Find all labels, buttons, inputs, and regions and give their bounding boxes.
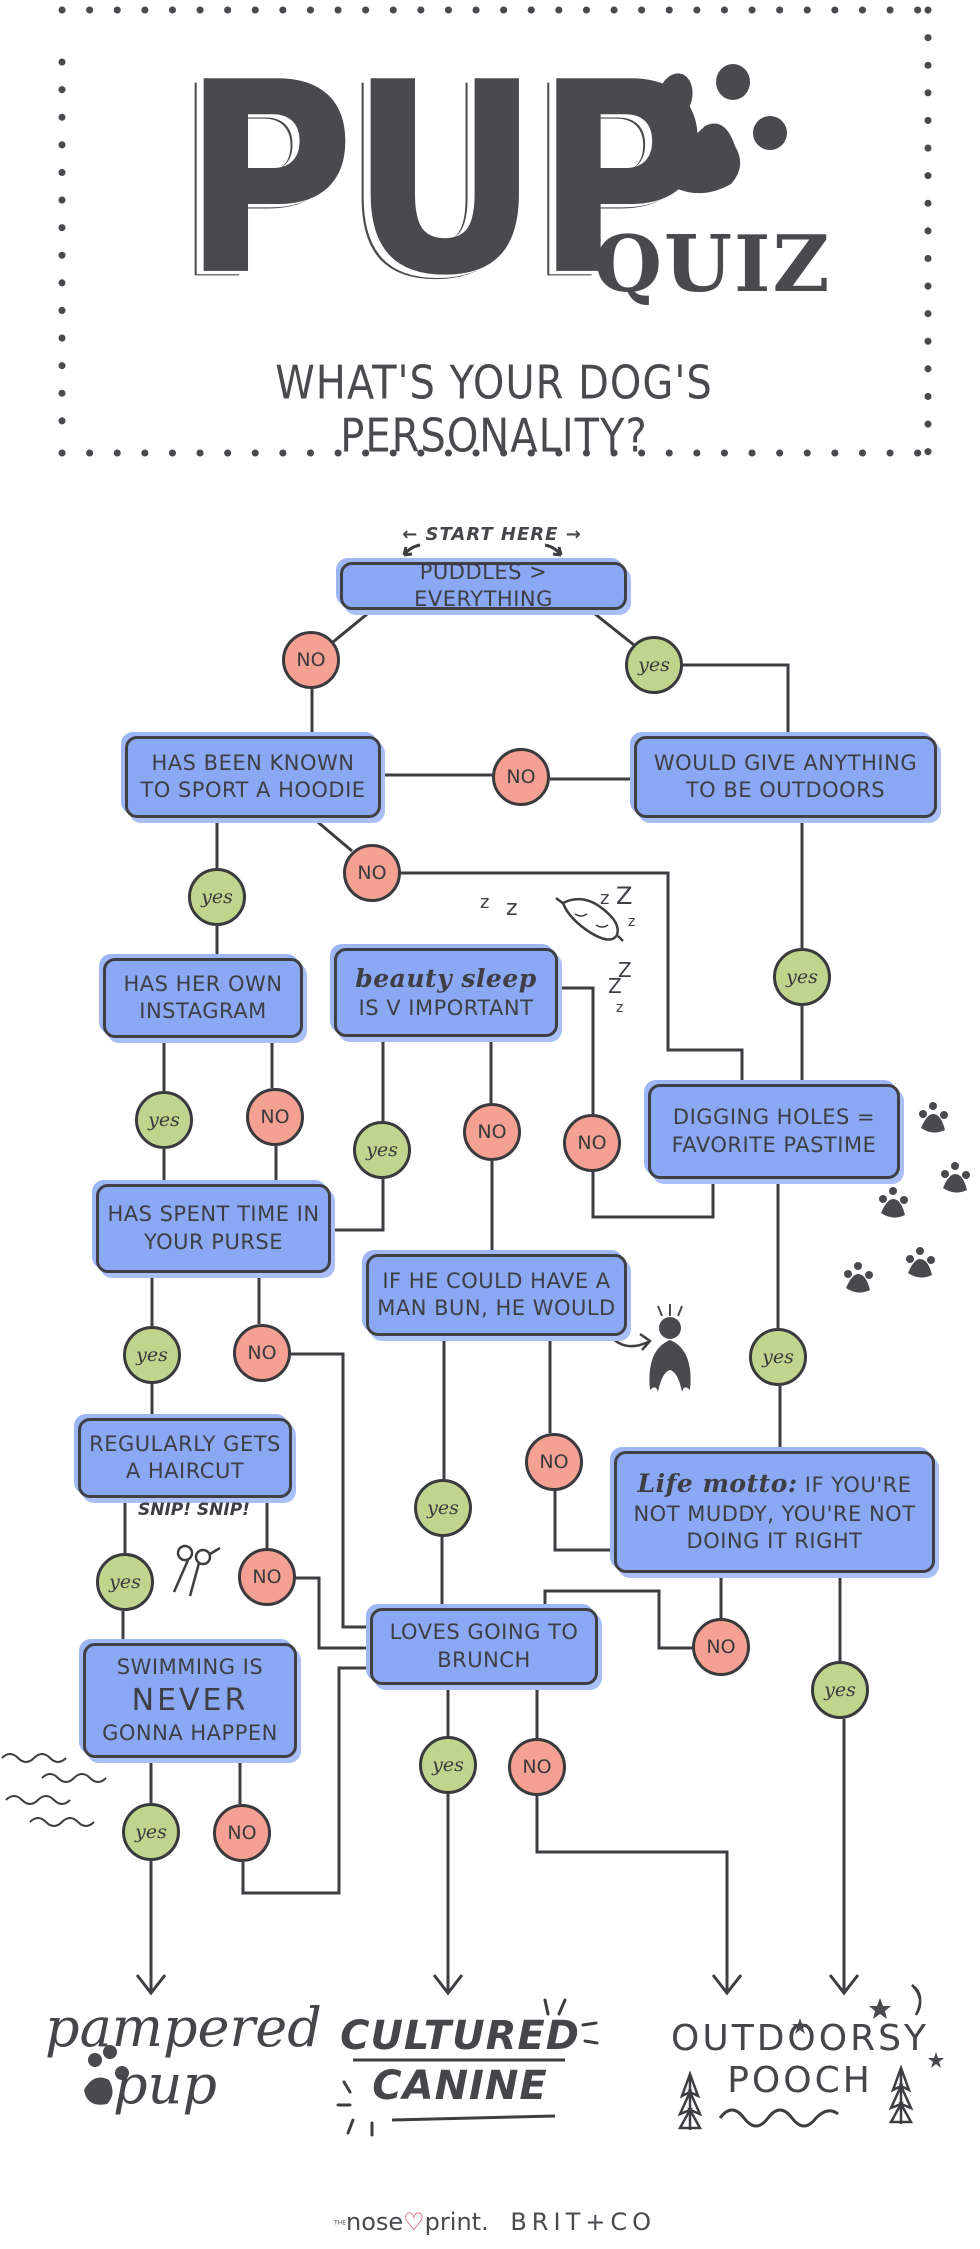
pampered-paw-icon	[84, 2045, 129, 2105]
answer-yes-manbun: yes	[414, 1479, 472, 1537]
page-title: PUP	[182, 25, 708, 334]
heart-icon: ♡	[403, 2208, 425, 2236]
answer-no-brunch: NO	[508, 1738, 566, 1796]
answer-no-puddles: NO	[282, 631, 340, 689]
question-outdoors: WOULD GIVE ANYTHING TO BE OUTDOORS	[634, 736, 937, 818]
question-text-line2: NEVER	[131, 1683, 249, 1718]
dotted-frame	[58, 6, 932, 457]
question-life-motto: Life motto: IF YOU'RE NOT MUDDY, YOU'RE …	[614, 1451, 935, 1573]
snip-snip-label: SNIP! SNIP!	[138, 1500, 250, 1520]
question-text: WOULD GIVE ANYTHING TO BE OUTDOORS	[653, 750, 918, 802]
result-outdoorsy-pooch: OUTDOORSY POOCH	[671, 2018, 929, 2101]
question-haircut: REGULARLY GETS A HAIRCUT	[78, 1418, 292, 1498]
answer-no-hoodie-mid: NO	[492, 748, 550, 806]
question-text-line3: GONNA HAPPEN	[102, 1721, 278, 1745]
answer-yes-hoodie: yes	[188, 868, 246, 926]
answer-no-swimming: NO	[213, 1804, 271, 1862]
question-text: HAS SPENT TIME IN YOUR PURSE	[107, 1202, 320, 1254]
question-hoodie: HAS BEEN KNOWN TO SPORT A HOODIE	[125, 736, 381, 818]
paw-prints-trail-icon	[844, 1102, 970, 1293]
question-text: HAS BEEN KNOWN TO SPORT A HOODIE	[140, 750, 366, 802]
result-pampered-pup: pampered pup	[45, 1996, 322, 2116]
answer-yes-purse: yes	[123, 1326, 181, 1384]
answer-yes-beauty: yes	[353, 1121, 411, 1179]
answer-yes-motto: yes	[811, 1661, 869, 1719]
question-beauty-sleep: beauty sleep IS V IMPORTANT	[334, 948, 558, 1037]
question-text: Life motto: IF YOU'RE NOT MUDDY, YOU'RE …	[633, 1469, 916, 1554]
question-instagram: HAS HER OWN INSTAGRAM	[103, 958, 303, 1038]
answer-no-beauty: NO	[463, 1103, 521, 1161]
man-bun-icon	[649, 1304, 691, 1392]
question-puddles: PUDDLES > EVERYTHING	[340, 560, 627, 611]
question-text: DIGGING HOLES = FAVORITE PASTIME	[671, 1105, 877, 1157]
result-cultured-canine: CULTURED CANINE	[340, 2013, 580, 2109]
scissors-icon	[172, 1544, 221, 1597]
water-waves-icon	[1, 1753, 107, 1827]
answer-yes-instagram: yes	[135, 1091, 193, 1149]
answer-yes-outdoors: yes	[773, 948, 831, 1006]
question-text: HAS HER OWN INSTAGRAM	[123, 971, 283, 1023]
answer-no-purse: NO	[233, 1324, 291, 1382]
answer-yes-haircut: yes	[96, 1553, 154, 1611]
question-digging: DIGGING HOLES = FAVORITE PASTIME	[648, 1084, 900, 1179]
answer-yes-puddles: yes	[625, 636, 683, 694]
answer-no-hoodie: NO	[343, 844, 401, 902]
start-here-label: ← START HERE →	[402, 524, 582, 545]
question-text: IF HE COULD HAVE A MAN BUN, HE WOULD	[377, 1268, 616, 1320]
answer-yes-digging: yes	[749, 1328, 807, 1386]
question-text-script: Life motto:	[637, 1469, 798, 1499]
answer-yes-brunch: yes	[419, 1736, 477, 1794]
question-purse: HAS SPENT TIME IN YOUR PURSE	[96, 1184, 331, 1273]
noseprint-logo[interactable]: THEnose♡print.	[334, 2208, 489, 2236]
question-manbun: IF HE COULD HAVE A MAN BUN, HE WOULD	[366, 1254, 627, 1336]
answer-no-instagram: NO	[246, 1088, 304, 1146]
page-title-suffix: QUIZ	[594, 219, 832, 310]
question-swimming: SWIMMING IS NEVER GONNA HAPPEN	[83, 1643, 297, 1758]
answer-yes-swimming: yes	[122, 1803, 180, 1861]
star-icon	[869, 1998, 891, 2019]
question-text-script: beauty sleep	[355, 963, 537, 993]
question-text: IS V IMPORTANT	[358, 996, 534, 1021]
answer-no-manbun: NO	[525, 1433, 583, 1491]
question-brunch: LOVES GOING TO BRUNCH	[370, 1608, 598, 1685]
question-text: REGULARLY GETS A HAIRCUT	[89, 1431, 281, 1483]
britco-logo[interactable]: BRIT+CO	[510, 2208, 656, 2236]
pine-tree-icon	[677, 2064, 914, 2130]
answer-no-beauty-right: NO	[563, 1114, 621, 1172]
sleep-mask-icon	[555, 897, 624, 942]
question-text-line1: SWIMMING IS	[116, 1654, 264, 1679]
question-text: LOVES GOING TO BRUNCH	[389, 1620, 579, 1672]
moon-icon	[911, 1983, 922, 2016]
question-text: PUDDLES > EVERYTHING	[414, 559, 553, 611]
answer-no-haircut: NO	[238, 1548, 296, 1606]
answer-no-motto: NO	[692, 1618, 750, 1676]
page-subtitle: WHAT'S YOUR DOG'S PERSONALITY?	[275, 357, 713, 463]
header-paw-icon	[657, 64, 787, 194]
footer-logos: THEnose♡print. BRIT+CO	[330, 2208, 660, 2236]
